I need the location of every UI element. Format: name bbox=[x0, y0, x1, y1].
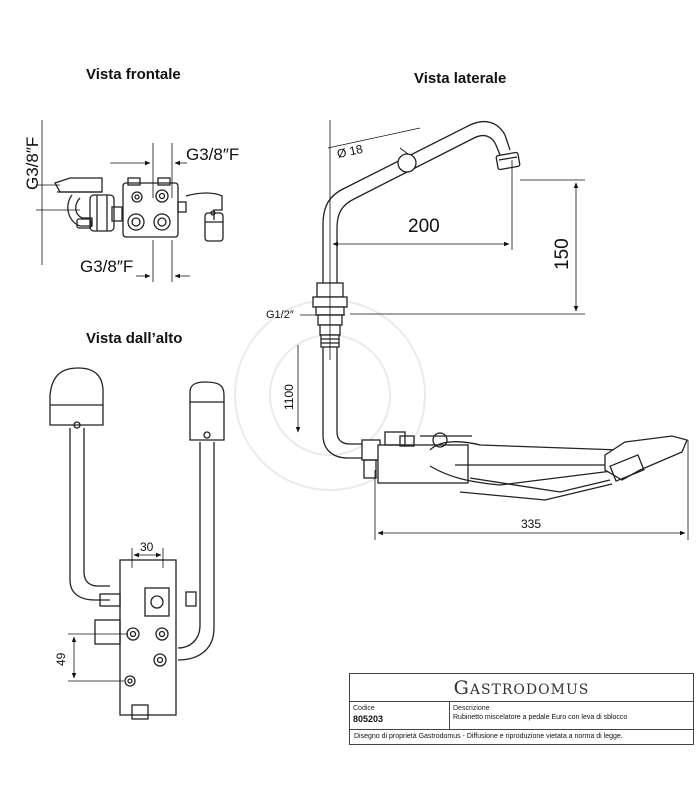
side-view-title: Vista laterale bbox=[414, 70, 507, 87]
side-dim-phi18: Ø 18 bbox=[336, 142, 365, 161]
front-dim-g38-vertical: G3/8″F bbox=[23, 137, 42, 190]
code-cell: Codice 805203 bbox=[350, 702, 450, 729]
front-view-dimensions bbox=[36, 120, 190, 282]
top-dim-30: 30 bbox=[140, 540, 154, 554]
footer-note: Disegno di proprietà Gastrodomus - Diffu… bbox=[354, 733, 623, 740]
code-row: Codice 805203 Descrizione Rubinetto misc… bbox=[350, 702, 693, 730]
top-view-title: Vista dall’alto bbox=[86, 330, 183, 347]
brand-row: GASTRODOMUS bbox=[350, 674, 693, 702]
side-dim-200: 200 bbox=[408, 216, 440, 237]
front-dim-g38-bottom: G3/8″F bbox=[80, 257, 133, 276]
side-dim-335: 335 bbox=[521, 517, 541, 531]
side-dim-150: 150 bbox=[552, 238, 573, 270]
top-view-dimensions bbox=[68, 548, 164, 682]
front-dim-g38-right: G3/8″F bbox=[186, 145, 239, 164]
side-dim-g12: G1/2″ bbox=[266, 309, 294, 321]
side-view-drawing bbox=[312, 121, 688, 501]
brand-logo: GASTRODOMUS bbox=[453, 677, 590, 699]
front-view-drawing bbox=[54, 177, 224, 242]
code-label: Codice bbox=[353, 705, 375, 712]
code-value: 805203 bbox=[353, 714, 384, 724]
side-view-dimensions bbox=[295, 120, 689, 540]
front-view-title: Vista frontale bbox=[86, 66, 181, 83]
description-cell: Descrizione Rubinetto miscelatore a peda… bbox=[450, 702, 693, 729]
top-view-drawing bbox=[49, 367, 225, 720]
description-label: Descrizione bbox=[453, 705, 490, 712]
description-value: Rubinetto miscelatore a pedale Euro con … bbox=[453, 714, 628, 721]
top-dim-49: 49 bbox=[54, 652, 68, 666]
side-dim-1100: 1100 bbox=[282, 384, 296, 410]
title-block: GASTRODOMUS Codice 805203 Descrizione Ru… bbox=[349, 673, 694, 745]
